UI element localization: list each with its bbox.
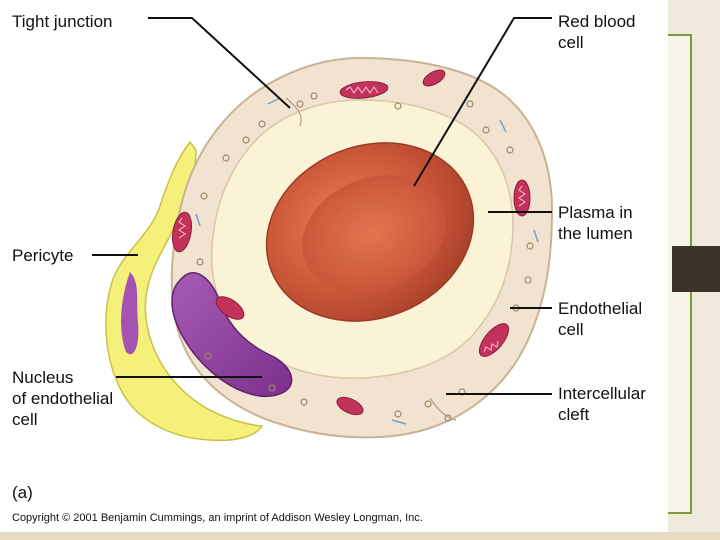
red-blood-cell-label: Red blood cell — [558, 12, 636, 52]
pericyte-shape — [105, 140, 264, 442]
leader-lines — [92, 17, 552, 395]
endothelial-cell-label: Endothelial cell — [558, 299, 643, 339]
plasma-in-lumen-label: Plasma in the lumen — [558, 203, 633, 243]
vesicles — [196, 92, 534, 422]
slide-dark-tab — [672, 246, 720, 292]
pericyte-label: Pericyte — [12, 246, 74, 265]
intercellular-cleft-label: Intercellular cleft — [558, 384, 646, 424]
slide-bottom-strip — [0, 532, 720, 540]
panel-label: (a) — [12, 483, 33, 502]
nucleus-label: Nucleus of endothelial cell — [12, 368, 114, 429]
copyright-text: Copyright © 2001 Benjamin Cummings, an i… — [12, 512, 423, 524]
mitochondria — [171, 69, 531, 416]
tight-junction-label: Tight junction — [12, 12, 113, 31]
